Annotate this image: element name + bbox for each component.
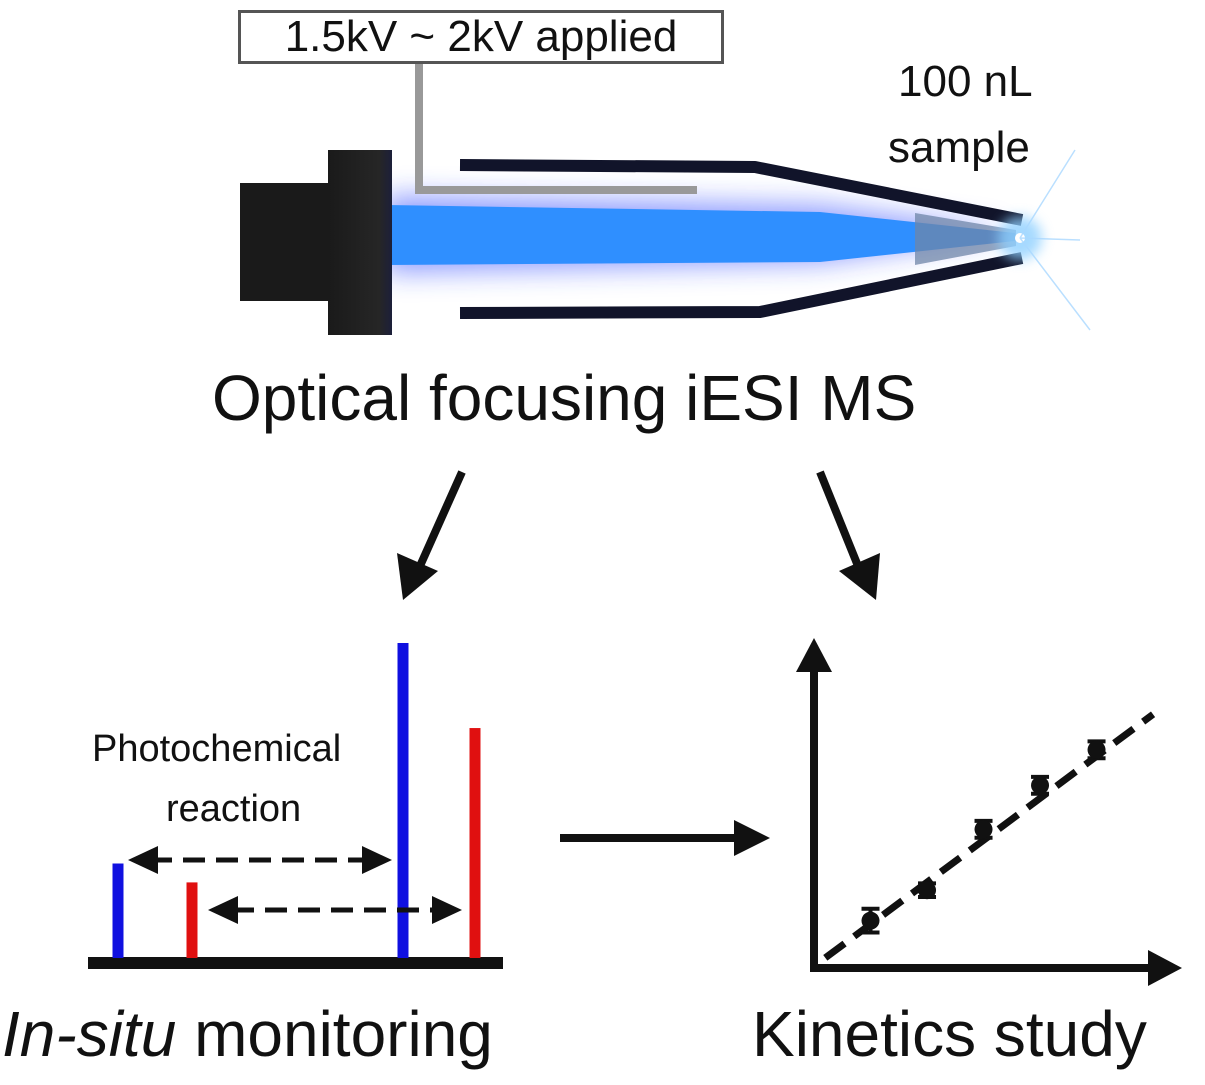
reaction-label-line2: reaction <box>166 788 302 830</box>
kinetics-caption: Kinetics study <box>752 998 1147 1070</box>
monitoring-caption: In-situ monitoring <box>2 1002 493 1066</box>
voltage-label: 1.5kV ~ 2kV applied <box>284 12 678 61</box>
electrode-wire <box>415 64 697 194</box>
spectrum-peaks <box>112 643 481 958</box>
capillary-lower-wall <box>459 252 1024 319</box>
optical-fiber-light-core <box>388 205 1015 265</box>
flow-arrows <box>397 470 880 856</box>
reaction-arrow-heads <box>128 846 462 924</box>
spectrum-peak-4 <box>469 728 481 958</box>
emitter-holder <box>240 183 340 301</box>
reaction-label-line1: Photochemical <box>92 728 342 770</box>
kinetics-x-axis-arrowhead <box>1148 950 1182 986</box>
kinetics-point-2 <box>918 881 937 900</box>
kinetics-point-1 <box>861 911 880 930</box>
reaction-arrows <box>150 857 440 913</box>
sample-label: sample <box>888 123 1030 172</box>
mass-spectrum <box>88 643 503 969</box>
emitter-holder-collar <box>328 150 392 335</box>
reaction-arrow-head-3 <box>208 896 238 924</box>
kinetics-points <box>861 739 1106 935</box>
arrow-to-kinetics <box>816 470 862 568</box>
monitoring-caption-rest: monitoring <box>176 998 493 1070</box>
reaction-arrow-head-1 <box>128 846 158 874</box>
arrow-monitoring-to-kinetics-head <box>734 820 770 856</box>
sample-volume-label: 100 nL <box>898 57 1033 106</box>
reaction-arrow-head-4 <box>432 896 462 924</box>
arrow-to-monitoring-head <box>397 553 438 600</box>
kinetics-point-5 <box>1087 740 1106 759</box>
sample-droplet <box>915 213 1016 265</box>
reaction-arrow-head-2 <box>362 846 392 874</box>
iesi-emitter-device <box>240 64 1091 335</box>
capillary-upper-wall <box>459 159 1024 226</box>
kinetics-y-axis-arrowhead <box>796 638 832 672</box>
spectrum-peak-3 <box>397 643 409 958</box>
arrow-to-monitoring <box>416 470 466 568</box>
kinetics-plot <box>796 638 1182 986</box>
kinetics-point-3 <box>974 820 993 839</box>
spectrum-peak-2 <box>186 882 198 958</box>
spray-rays <box>1019 149 1091 331</box>
device-title: Optical focusing iESI MS <box>212 362 917 434</box>
kinetics-point-4 <box>1031 776 1050 795</box>
voltage-label-box: 1.5kV ~ 2kV applied <box>238 10 724 64</box>
arrow-to-kinetics-head <box>839 553 880 600</box>
monitoring-caption-italic: In-situ <box>2 998 177 1070</box>
spectrum-peak-1 <box>112 863 124 958</box>
